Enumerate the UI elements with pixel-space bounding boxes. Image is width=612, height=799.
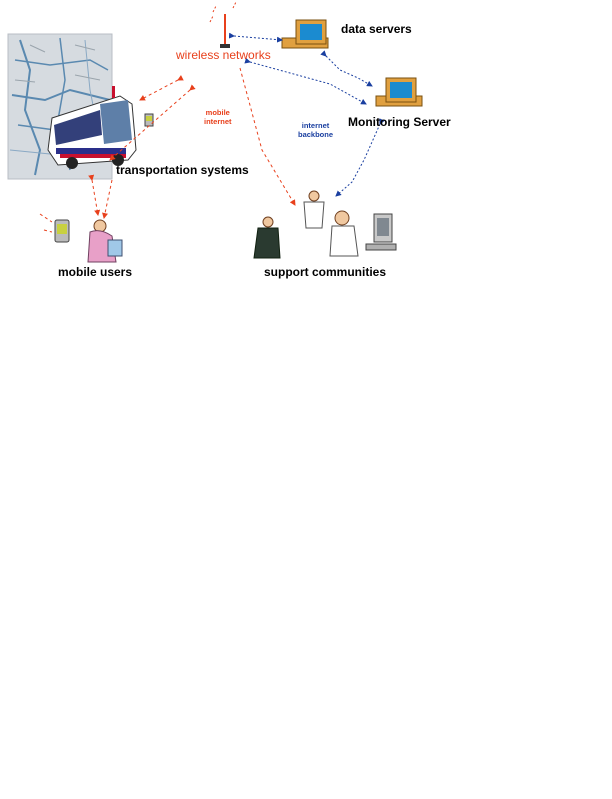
label-internet-backbone: internet backbone [298,121,333,139]
computer-icon [365,213,397,251]
label-data-servers: data servers [341,22,412,36]
person-icon [329,210,359,257]
label-mobile-users: mobile users [58,265,133,279]
label-mobile-internet: mobile internet [204,108,232,126]
diagram-canvas [7,1,423,263]
label-mobile-internet-line1: mobile [205,108,230,117]
pda-icon [144,113,154,127]
label-mobile-internet-line2: internet [204,117,232,126]
antenna-icon [209,1,237,48]
label-monitoring-server: Monitoring Server [348,115,451,129]
internet-links [228,32,385,197]
label-transportation-systems: transportation systems [116,163,249,177]
label-internet-backbone-line2: backbone [298,130,334,139]
person-icon [87,219,123,263]
person-icon [253,216,281,259]
computer-icon [281,19,329,49]
pda-icon [54,219,70,243]
network-diagram: wireless networks data servers Monitorin… [0,0,612,300]
computer-icon [375,77,423,107]
label-internet-backbone-line1: internet [301,121,330,130]
person-icon [303,190,325,229]
label-support-communities: support communities [264,265,387,279]
label-wireless-networks: wireless networks [176,48,271,62]
wireless-links [39,67,296,233]
